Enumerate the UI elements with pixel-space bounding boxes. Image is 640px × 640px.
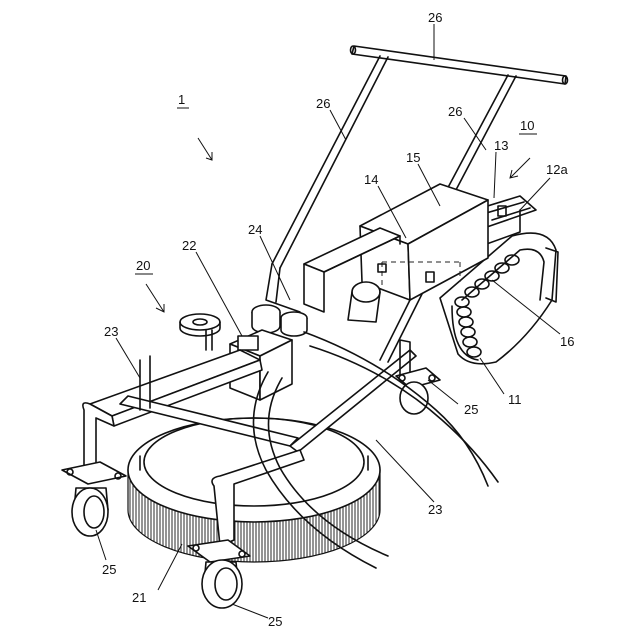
ref-25-bottom: 25 [268,614,282,629]
ref-13: 13 [494,138,508,153]
ref-25-left: 25 [102,562,116,577]
ref-16: 16 [560,334,574,349]
ref-26-left: 26 [316,96,330,111]
ref-12a: 12a [546,162,568,177]
ref-24: 24 [248,222,262,237]
ref-15: 15 [406,150,420,165]
ref-11: 11 [508,392,522,407]
ref-23-bottom: 23 [428,502,442,517]
ref-26-top: 26 [428,10,442,25]
caster-left [62,462,126,536]
ref-26-right: 26 [448,104,462,119]
ref-23-left: 23 [104,324,118,339]
ref-14: 14 [364,172,378,187]
ref-21: 21 [132,590,146,605]
caster-bottom [188,540,250,608]
cleaning-head [128,418,380,562]
ref-1: 1 [178,92,185,107]
ref-25-right: 25 [464,402,478,417]
ref-22: 22 [182,238,196,253]
ref-10: 10 [520,118,534,133]
ref-20: 20 [136,258,150,273]
